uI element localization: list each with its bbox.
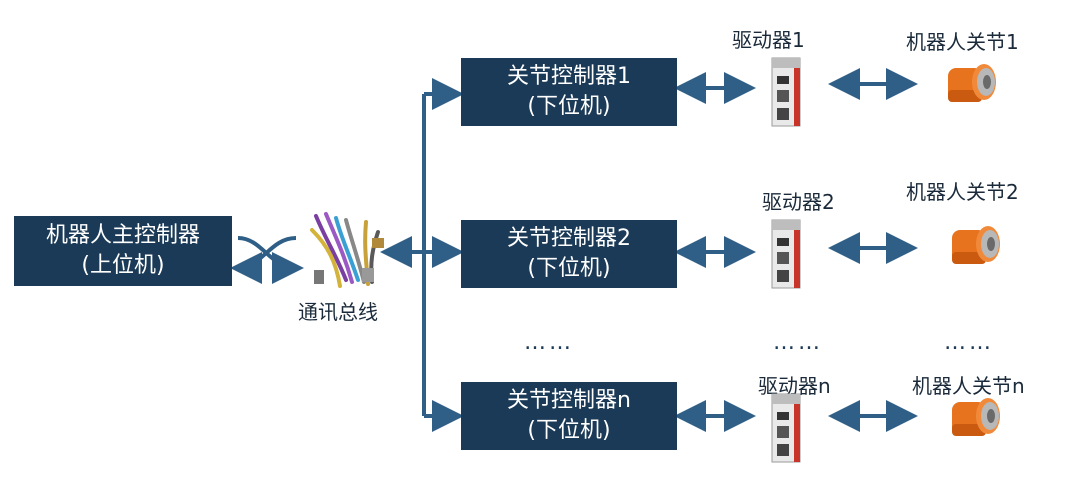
joint-1-label: 机器人关节1: [906, 30, 1019, 54]
ellipsis-joints: ……: [944, 330, 994, 355]
joint-controller-1-box: 关节控制器1 (下位机): [461, 58, 677, 126]
ellipsis-drivers: ……: [773, 330, 823, 355]
joint-controller-n-subtitle: (下位机): [527, 418, 611, 443]
driver-2-label: 驱动器2: [762, 190, 835, 214]
main-controller-subtitle: (上位机): [81, 253, 165, 278]
joint-controller-2-title: 关节控制器2: [507, 226, 631, 251]
joint-controller-n-title: 关节控制器n: [507, 388, 631, 413]
robot-joint-icon: [952, 398, 1000, 436]
servo-driver-icon: [771, 57, 801, 127]
bus-label: 通讯总线: [298, 300, 378, 324]
robot-joint-icon: [952, 226, 1000, 264]
main-controller-box: 机器人主控制器 (上位机): [14, 216, 232, 286]
servo-driver-icon: [771, 393, 801, 463]
joint-controller-2-subtitle: (下位机): [527, 256, 611, 281]
servo-driver-icon: [771, 219, 801, 289]
joint-2-label: 机器人关节2: [906, 180, 1019, 204]
robot-joint-icon: [948, 64, 996, 102]
ellipsis-controllers: ……: [524, 330, 574, 355]
joint-controller-2-box: 关节控制器2 (下位机): [461, 220, 677, 288]
joint-n-label: 机器人关节n: [912, 374, 1025, 398]
joint-controller-n-box: 关节控制器n (下位机): [461, 382, 677, 450]
cable-bundle-icon: [310, 212, 384, 288]
joint-controller-1-title: 关节控制器1: [507, 64, 631, 89]
main-controller-title: 机器人主控制器: [45, 223, 200, 248]
driver-1-label: 驱动器1: [732, 28, 805, 52]
joint-controller-1-subtitle: (下位机): [527, 94, 611, 119]
